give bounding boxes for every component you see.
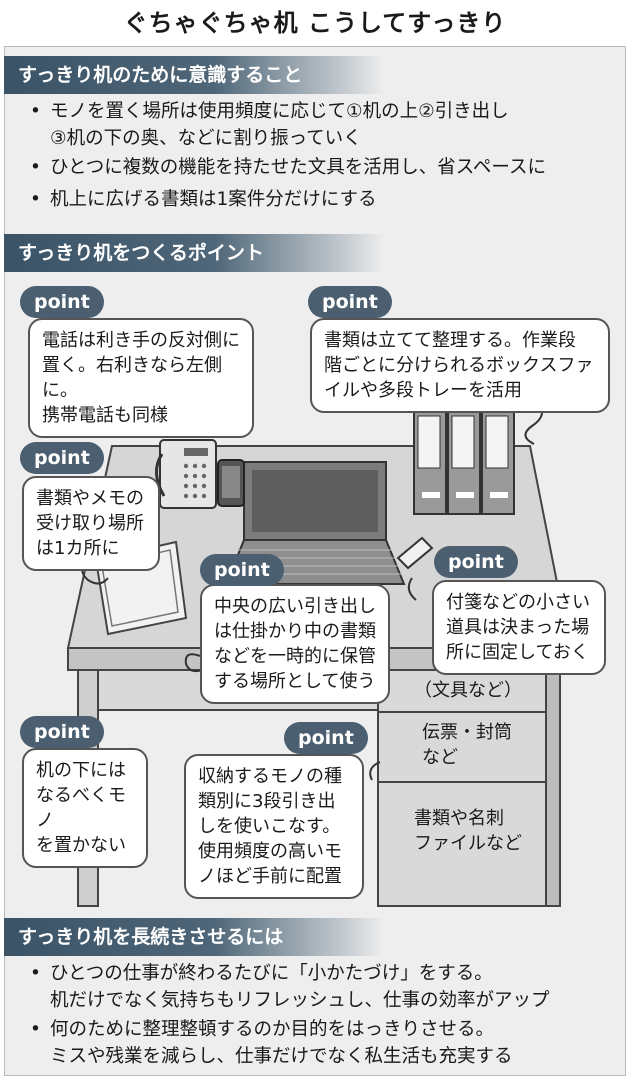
bullet-line: モノを置く場所は使用頻度に応じて①机の上②引き出し: [50, 101, 509, 122]
point-text-line: 受け取り場所: [36, 513, 144, 534]
sticky-notes: [396, 536, 434, 570]
point-text-line: イルや多段トレーを活用: [324, 380, 522, 401]
bullet-dot: •: [30, 963, 41, 984]
point-text-line: 付箋などの小さい: [446, 592, 590, 613]
point-bubble-three-drawers: 収納するモノの種 類別に3段引き出 しを使いこなす。 使用頻度の高いモ ノほど手…: [184, 754, 364, 899]
point-text-line: 道具は決まった場: [446, 617, 590, 638]
point-bubble-phone: 電話は利き手の反対側に 置く。右利きなら左側に。 携帯電話も同様: [28, 318, 254, 438]
drawer-unit-side: [545, 669, 561, 907]
point-text-line: 置く。右利きなら左側に。: [42, 355, 222, 401]
point-tag: point: [308, 286, 392, 318]
point-text-line: 携帯電話も同様: [42, 405, 168, 426]
awareness-bullet: • モノを置く場所は使用頻度に応じて①机の上②引き出し ③机の下の奥、などに割り…: [30, 98, 509, 152]
bullet-line: ③机の下の奥、などに割り振っていく: [50, 128, 362, 149]
drawer-unit: [377, 669, 547, 907]
point-text-line: は1カ所に: [36, 538, 120, 559]
file-boxes: [413, 409, 515, 515]
awareness-bullet: • 机上に広げる書類は1案件分だけにする: [30, 186, 376, 213]
point-bubble-under-desk: 机の下には なるべくモノ を置かない: [22, 748, 148, 868]
point-text-line: 階ごとに分けられるボックスファ: [324, 355, 594, 376]
bullet-line: 何のために整理整頓するのか目的をはっきりさせる。: [50, 1019, 495, 1040]
point-tag: point: [284, 722, 368, 754]
point-text-line: 使用頻度の高いモ: [198, 841, 342, 862]
bullet-line: 机だけでなく気持ちもリフレッシュし、仕事の効率がアップ: [50, 990, 550, 1011]
point-text-line: 机の下には: [36, 760, 126, 781]
point-tag: point: [200, 554, 284, 586]
point-text-line: 書類やメモの: [36, 488, 144, 509]
drawer-label-bottom: 書類や名刺 ファイルなど: [414, 806, 522, 856]
drawer-label-line: ファイルなど: [414, 833, 522, 854]
point-tag: point: [20, 716, 104, 748]
desk-phone: [159, 439, 217, 509]
point-text-line: ノほど手前に配置: [198, 866, 342, 887]
keep-bullet: • ひとつの仕事が終わるたびに「小かたづけ」をする。 机だけでなく気持ちもリフレ…: [30, 960, 550, 1014]
bullet-line: ひとつの仕事が終わるたびに「小かたづけ」をする。: [50, 963, 493, 984]
drawer-label-line: 伝票・封筒: [422, 722, 512, 743]
section-heading-awareness: すっきり机のために意識すること: [4, 56, 384, 94]
point-text-line: 類別に3段引き出: [198, 791, 336, 812]
point-text-line: する場所として使う: [214, 671, 376, 692]
point-text-line: は仕掛かり中の書類: [214, 621, 376, 642]
section-heading-keep: すっきり机を長続きさせるには: [4, 918, 384, 956]
bullet-line: 机上に広げる書類は1案件分だけにする: [50, 189, 377, 210]
point-bubble-small-tools: 付箋などの小さい 道具は決まった場 所に固定しておく: [432, 580, 606, 675]
bullet-dot: •: [30, 157, 41, 178]
awareness-bullet: • ひとつに複数の機能を持たせた文具を活用し、省スペースに: [30, 154, 546, 181]
point-text-line: 書類は立てて整理する。作業段: [324, 330, 576, 351]
point-bubble-files: 書類は立てて整理する。作業段 階ごとに分けられるボックスファ イルや多段トレーを…: [310, 318, 610, 413]
point-text-line: 電話は利き手の反対側に: [42, 330, 240, 351]
keep-bullet: • 何のために整理整頓するのか目的をはっきりさせる。 ミスや残業を減らし、仕事だ…: [30, 1016, 513, 1070]
point-tag: point: [20, 286, 104, 318]
point-text-line: しを使いこなす。: [198, 816, 341, 837]
point-text-line: などを一時的に保管: [214, 646, 376, 667]
point-text-line: なるべくモノ: [36, 785, 126, 831]
bullet-line: ミスや残業を減らし、仕事だけでなく私生活も充実する: [50, 1046, 513, 1067]
laptop-display: [252, 470, 378, 532]
point-bubble-tray: 書類やメモの 受け取り場所 は1カ所に: [22, 476, 160, 571]
bullet-dot: •: [30, 189, 41, 210]
point-text-line: 中央の広い引き出し: [214, 596, 376, 617]
point-tag: point: [434, 546, 518, 578]
drawer-label-line: （文具など）: [414, 680, 522, 701]
page-title: ぐちゃぐちゃ机 こうしてすっきり: [123, 9, 507, 37]
point-tag: point: [20, 442, 104, 474]
bullet-line: ひとつに複数の機能を持たせた文具を活用し、省スペースに: [50, 157, 546, 178]
drawer-label-line: 書類や名刺: [414, 808, 504, 829]
section-heading-points: すっきり机をつくるポイント: [4, 234, 384, 272]
drawer-label-middle: 伝票・封筒 など: [422, 720, 512, 770]
point-bubble-center-drawer: 中央の広い引き出し は仕掛かり中の書類 などを一時的に保管 する場所として使う: [200, 584, 390, 704]
bullet-dot: •: [30, 1019, 41, 1040]
bullet-dot: •: [30, 101, 41, 122]
drawer-label-line: など: [422, 747, 458, 768]
drawer-label-top: （文具など）: [414, 678, 522, 703]
point-text-line: 収納するモノの種: [198, 766, 342, 787]
point-text-line: を置かない: [36, 835, 126, 856]
point-text-line: 所に固定しておく: [446, 642, 589, 663]
